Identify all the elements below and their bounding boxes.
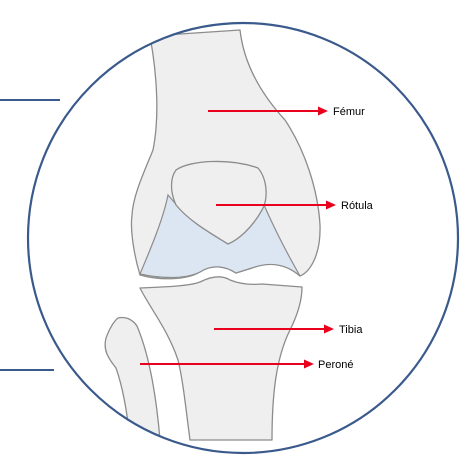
label-tibia: Tibia — [339, 324, 363, 336]
label-perone: Peroné — [318, 359, 353, 371]
label-femur: Fémur — [333, 106, 365, 118]
label-rotula: Rótula — [341, 200, 374, 212]
